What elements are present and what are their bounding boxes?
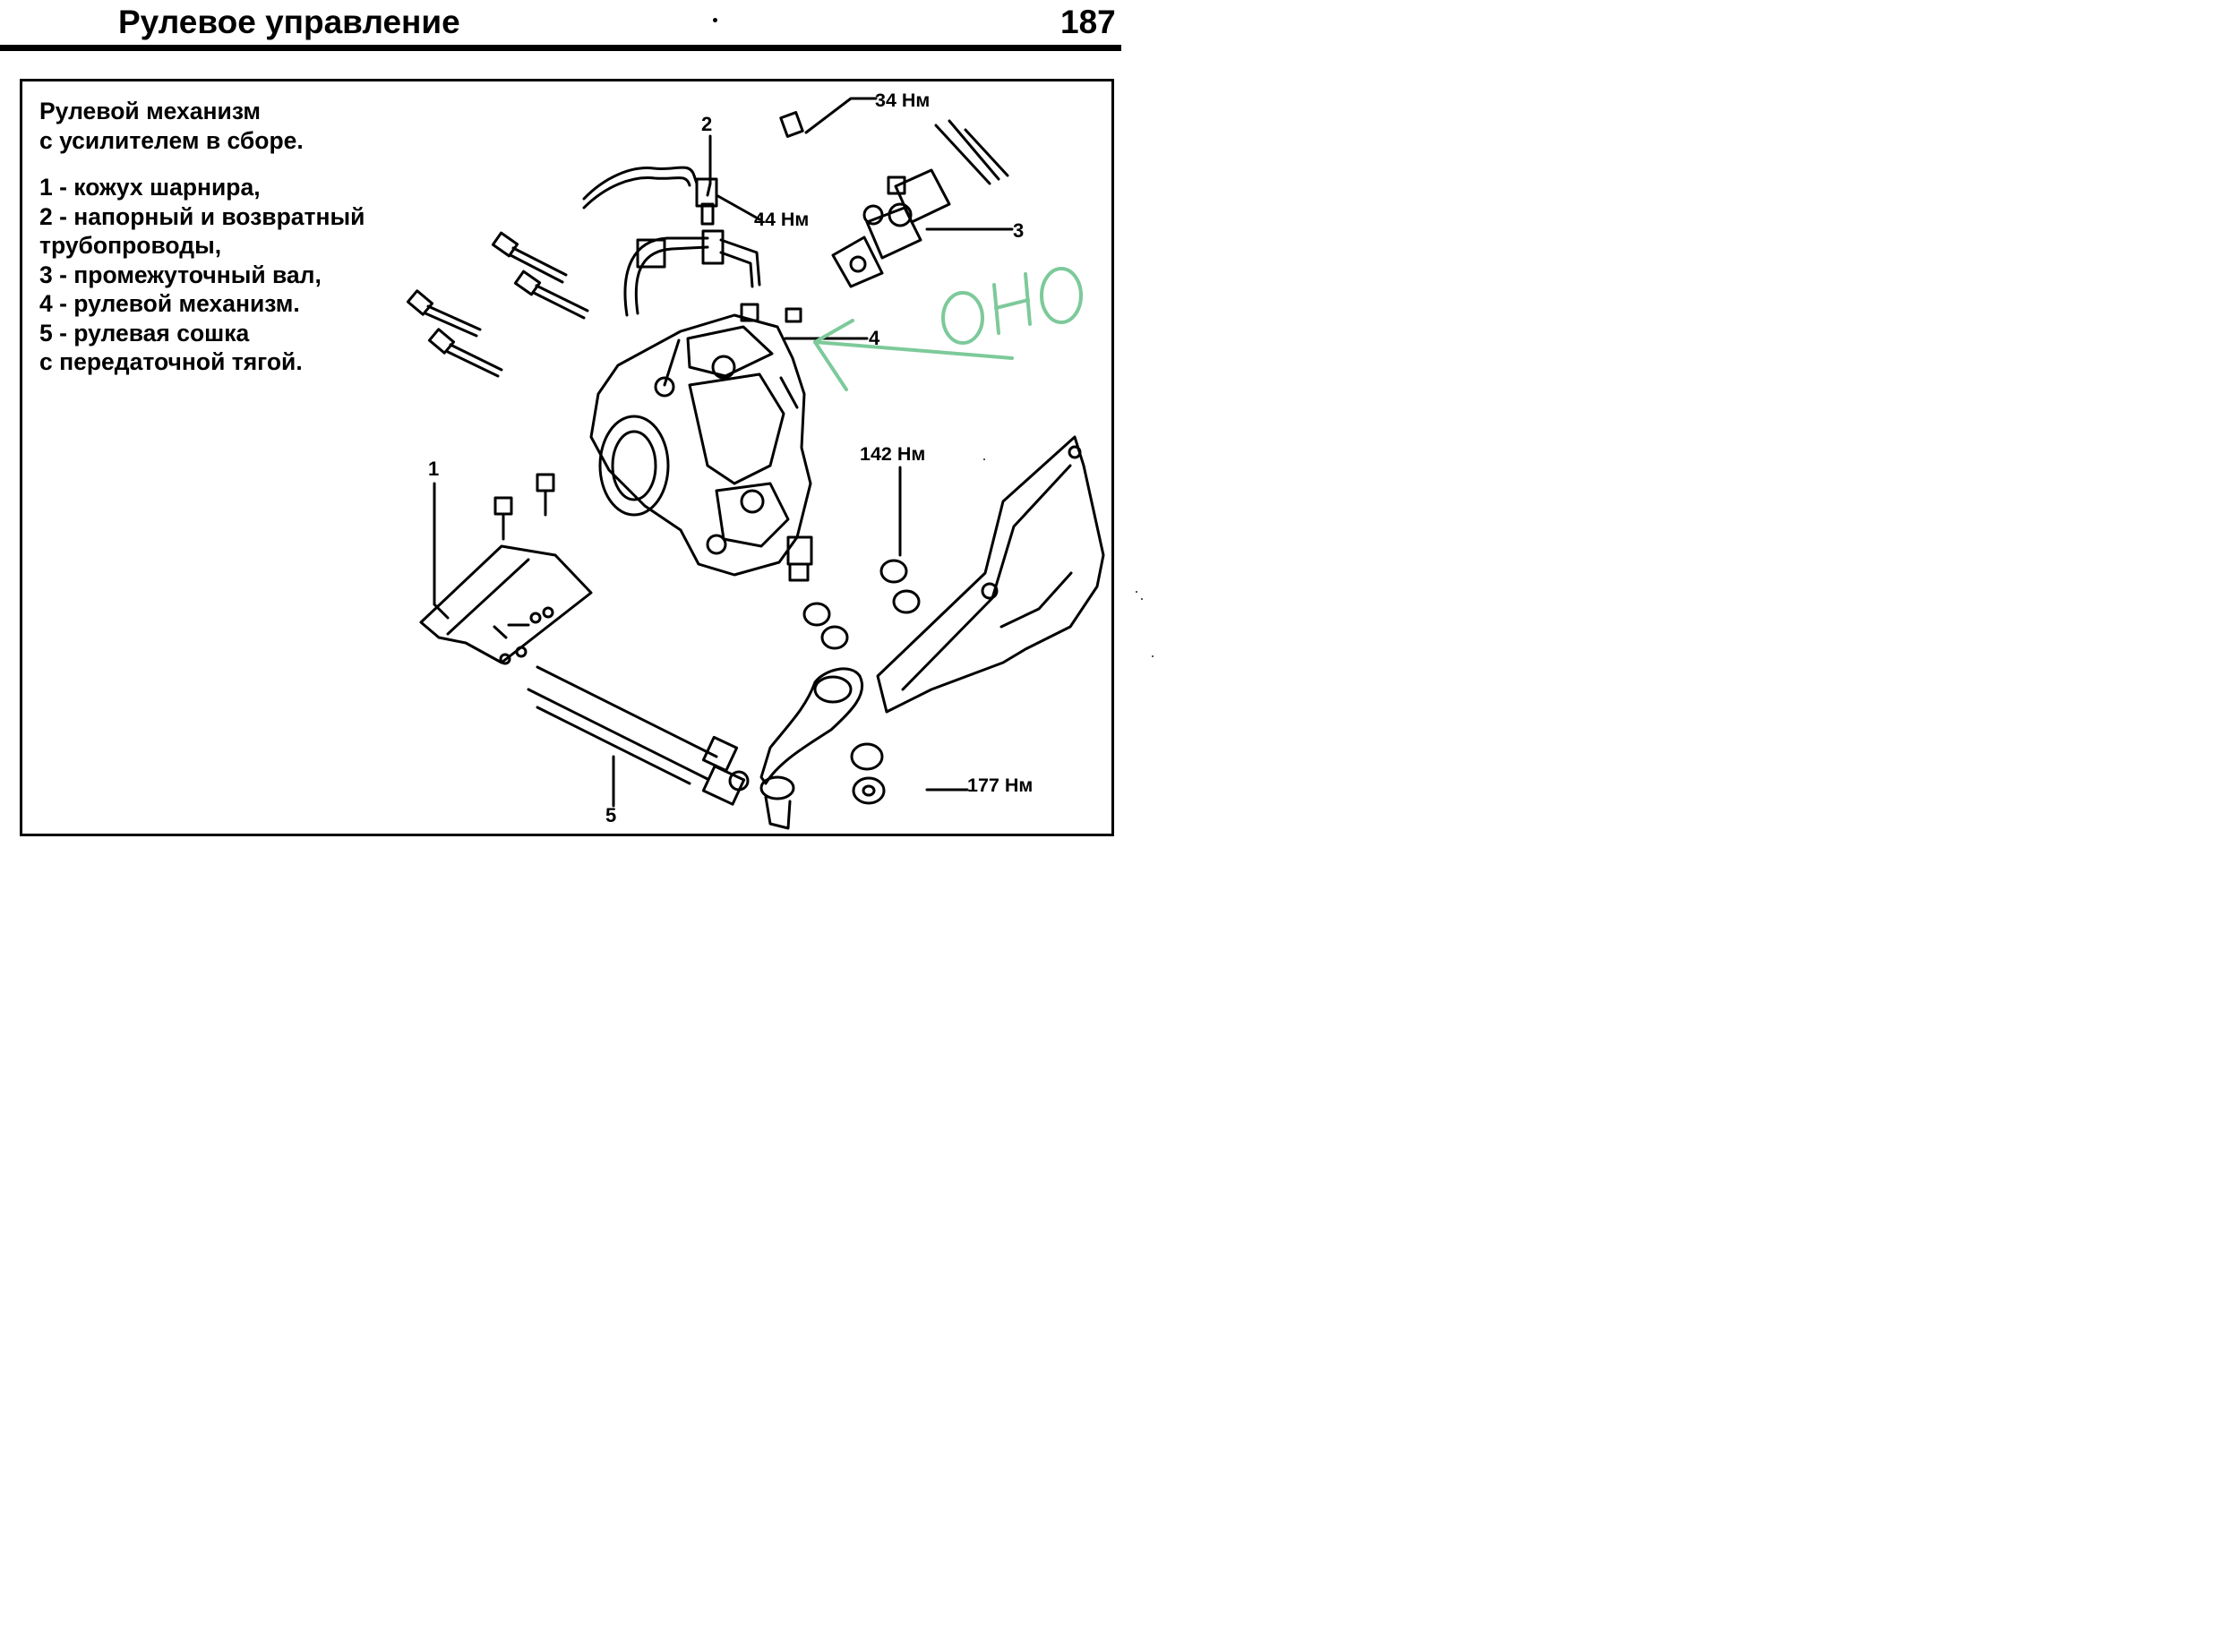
callout-number-1: 1 [428, 458, 440, 480]
legend-item-1: 1 - кожух шарнира, [39, 174, 261, 201]
nuts [802, 559, 921, 805]
legend-item-3: 3 - промежуточный вал, [39, 261, 322, 288]
legend-item-2-cont: трубопроводы, [39, 232, 222, 259]
intermediate-shaft [779, 111, 1009, 288]
steering-gear-box [589, 303, 813, 582]
caption-heading-line: Рулевой механизм [39, 98, 261, 124]
mounting-bracket [876, 435, 1105, 714]
legend-item-4: 4 - рулевой механизм. [39, 290, 300, 317]
legend-item-2: 2 - напорный и возвратный [39, 202, 365, 230]
torque-label-177: 177 Нм [967, 775, 1034, 796]
page-number: 187 [1060, 4, 1116, 40]
callout-number-5: 5 [605, 804, 617, 826]
callout-number-3: 3 [1013, 219, 1025, 242]
caption-heading-line: с усилителем в сборе. [39, 126, 304, 154]
torque-label-34: 34 Нм [875, 90, 931, 111]
page-header-title: Рулевое управление [118, 4, 460, 40]
legend-item-5-cont: с передаточной тягой. [39, 348, 303, 375]
figure-caption: Рулевой механизм с усилителем в сборе. 1… [39, 97, 365, 377]
header-rule [0, 45, 1121, 51]
torque-label-142: 142 Нм [860, 443, 926, 465]
handwritten-arrow [813, 267, 1083, 391]
leader-lines [433, 97, 1014, 808]
callout-number-2: 2 [701, 113, 713, 135]
mounting-bolts [406, 231, 589, 378]
joint-cover [419, 473, 593, 665]
callout-number-4: 4 [869, 327, 880, 349]
hydraulic-lines [582, 166, 761, 317]
legend-item-5: 5 - рулевая сошка [39, 319, 250, 347]
header-dot [713, 18, 717, 22]
figure-frame [20, 79, 1114, 836]
pitman-arm-and-link [527, 665, 864, 830]
torque-label-44: 44 Нм [754, 209, 810, 230]
